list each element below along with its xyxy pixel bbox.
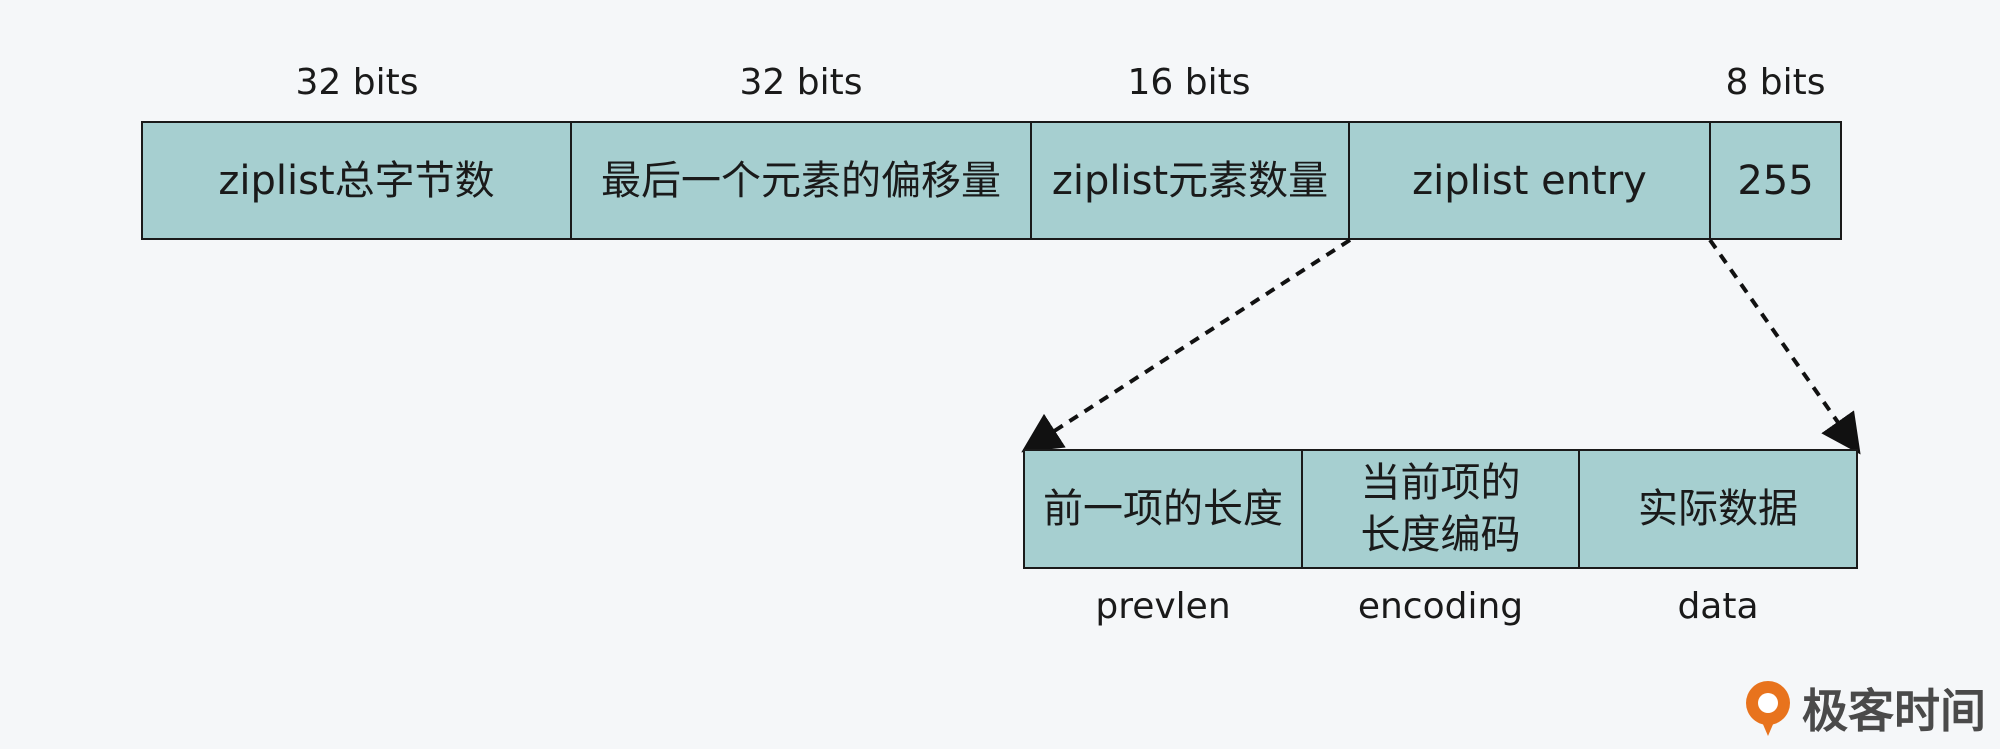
cell-total-bytes: ziplist总字节数 <box>141 121 572 240</box>
bits-label-entry-count: 16 bits <box>1127 62 1251 103</box>
label-encoding: encoding <box>1357 586 1524 627</box>
geektime-logo: 极客时间 <box>1742 677 1986 739</box>
arrow-right-dashed <box>1708 238 1861 455</box>
bits-label-tail-offset: 32 bits <box>739 62 863 103</box>
cell-ziplist-entry: ziplist entry <box>1348 121 1711 240</box>
cell-end-marker: 255 <box>1709 121 1842 240</box>
arrow-left-dashed <box>1021 238 1352 453</box>
geektime-logo-icon <box>1746 681 1790 736</box>
bits-label-total-bytes: 32 bits <box>295 62 419 103</box>
cell-data: 实际数据 <box>1578 449 1858 569</box>
cell-prevlen: 前一项的长度 <box>1023 449 1303 569</box>
bits-label-end-marker: 8 bits <box>1725 62 1826 103</box>
geektime-logo-text: 极客时间 <box>1802 684 1986 738</box>
cell-encoding: 当前项的 长度编码 <box>1301 449 1580 569</box>
label-prevlen: prevlen <box>1095 586 1231 627</box>
label-data: data <box>1677 586 1759 627</box>
cell-entry-count: ziplist元素数量 <box>1030 121 1350 240</box>
